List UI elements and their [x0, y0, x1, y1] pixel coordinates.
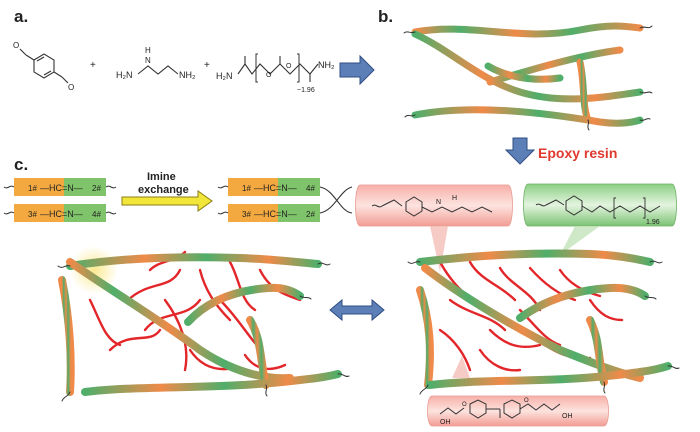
right-chain-6 — [426, 362, 672, 389]
svg-text:—HC=N—: —HC=N— — [254, 209, 297, 219]
panel-label-c: c. — [14, 155, 28, 174]
svg-text:—HC=N—: —HC=N— — [40, 209, 83, 219]
svg-text:O: O — [524, 398, 529, 404]
panel-label-b: b. — [378, 7, 393, 26]
network-right — [407, 249, 680, 395]
reversible-arrow — [329, 298, 385, 322]
diamine-nh-h: H — [145, 46, 151, 55]
peg-right-group: NH₂ — [318, 60, 335, 70]
inset-bottom-oh-left: OH — [440, 419, 451, 426]
plus-sign-2: + — [204, 60, 210, 71]
svg-text:2#: 2# — [92, 184, 101, 193]
network-left — [57, 246, 350, 402]
diamine-right-group: NH₂ — [179, 70, 196, 80]
svg-text:N: N — [436, 199, 441, 206]
epoxy-resin-label: Epoxy resin — [538, 145, 617, 161]
left-chain-3 — [58, 276, 75, 396]
terephthalaldehyde-structure: O O — [13, 41, 74, 92]
polymer-chain-1 — [411, 22, 644, 38]
right-chain-2 — [421, 264, 644, 382]
arrow-b-to-network — [504, 137, 536, 165]
left-chain-2 — [66, 258, 294, 383]
left-chain-6 — [81, 370, 342, 396]
diamine-nh-n: N — [145, 56, 151, 65]
svg-text:O: O — [13, 41, 19, 50]
polyetheramine-structure: O O H₂N NH₂ ~1.96 — [216, 53, 335, 94]
inset-bottom-tube: O O OH OH — [427, 395, 609, 427]
svg-text:O: O — [462, 402, 467, 408]
diamine-left-group: H₂N — [116, 70, 133, 80]
svg-text:O: O — [266, 72, 272, 79]
svg-text:3#: 3# — [28, 210, 37, 219]
svg-text:4#: 4# — [306, 184, 315, 193]
left-chain-4 — [184, 283, 304, 326]
svg-text:3#: 3# — [242, 210, 251, 219]
crosslinks-right — [438, 260, 624, 372]
inset-pointers — [430, 226, 600, 378]
imine-exchange-label-line1: Imine — [147, 171, 176, 183]
diethylenetriamine-structure: H₂N H N NH₂ — [116, 46, 196, 80]
polymer-chain-6 — [411, 106, 644, 127]
svg-text:H: H — [452, 195, 457, 202]
polymer-chain-4 — [484, 62, 564, 83]
polymer-chain-3 — [486, 46, 624, 86]
inset-bottom-oh-right: OH — [562, 413, 573, 420]
crossed-chain-ends — [319, 186, 353, 214]
polymer-chain-5 — [576, 58, 592, 124]
right-chain-1 — [416, 249, 654, 266]
peg-repeat-count: ~1.96 — [297, 87, 315, 94]
svg-text:O: O — [286, 63, 292, 70]
panel-label-a: a. — [14, 7, 28, 26]
inset-green-tube: 1.96 — [523, 183, 677, 227]
right-chain-3 — [416, 286, 434, 389]
left-chain-5 — [246, 316, 270, 389]
left-chain-1 — [66, 253, 322, 270]
svg-text:1#: 1# — [28, 184, 37, 193]
imine-after-bottom: 3# —HC=N— 2# — [228, 204, 320, 222]
svg-text:4#: 4# — [92, 210, 101, 219]
imine-before-top: 1# —HC=N— 2# — [14, 178, 106, 196]
svg-text:O: O — [68, 83, 74, 92]
plus-sign-1: + — [90, 60, 96, 71]
imine-before-bottom: 3# —HC=N— 4# — [14, 204, 106, 222]
svg-text:—HC=N—: —HC=N— — [40, 183, 83, 193]
imine-after-top: 1# —HC=N— 4# — [228, 178, 320, 196]
inset-red-tube: N H — [355, 184, 513, 227]
polymer-chain-2 — [411, 30, 644, 103]
svg-text:1#: 1# — [242, 184, 251, 193]
svg-text:2#: 2# — [306, 210, 315, 219]
imine-exchange-arrow — [121, 190, 213, 212]
arrow-a-to-b — [339, 54, 375, 86]
imine-exchange-label-line2: exchange — [138, 184, 189, 196]
inset-green-repeat: 1.96 — [646, 219, 660, 226]
peg-left-group: H₂N — [216, 71, 233, 81]
linear-chain-network — [403, 22, 653, 131]
svg-text:—HC=N—: —HC=N— — [254, 183, 297, 193]
right-chain-4 — [516, 283, 649, 322]
